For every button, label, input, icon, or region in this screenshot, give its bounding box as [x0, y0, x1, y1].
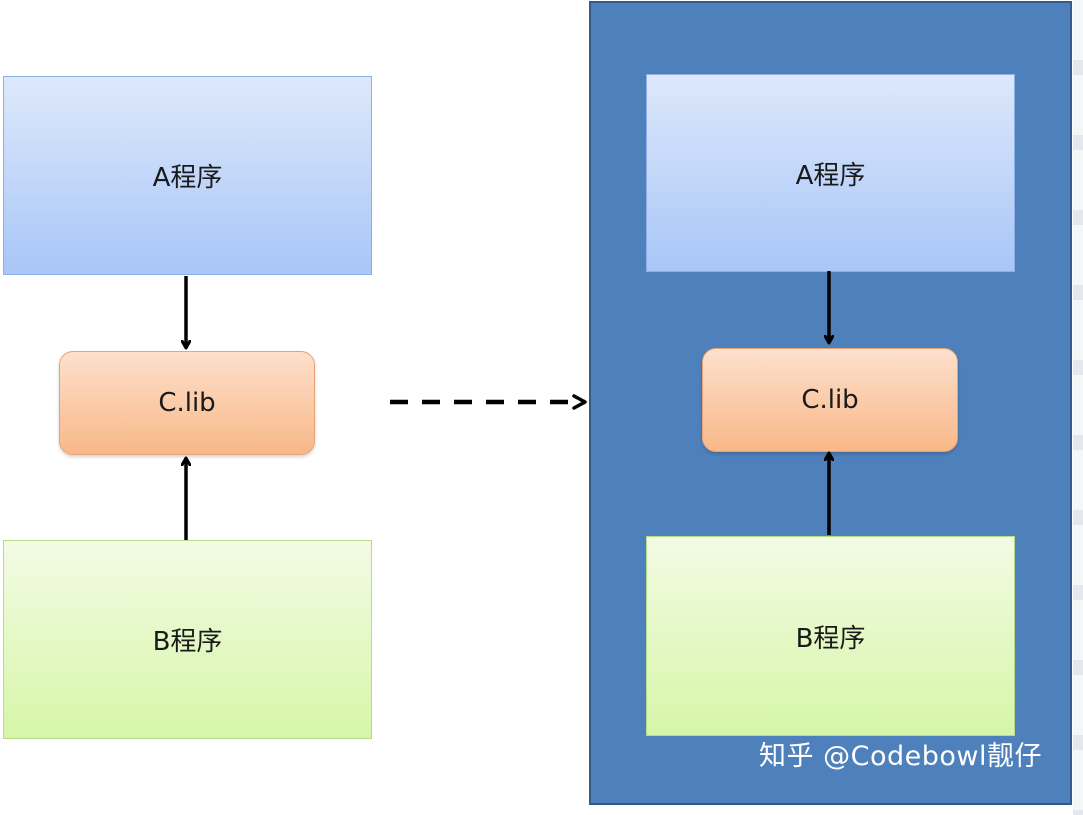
left-a-program-label: A程序 [152, 163, 223, 193]
left-b-program-box: B程序 [3, 540, 372, 739]
left-a-program-box: A程序 [3, 76, 372, 275]
right-a-program-label: A程序 [795, 160, 866, 191]
right-c-lib-label: C.lib [801, 385, 859, 415]
edge-strip [1073, 0, 1083, 815]
left-b-program-label: B程序 [152, 627, 223, 657]
watermark-text: 知乎 @Codebowl靓仔 [759, 741, 1042, 772]
left-c-lib-label: C.lib [158, 388, 216, 418]
left-c-lib-box: C.lib [59, 351, 315, 455]
bundle-container: A程序 C.lib B程序 知乎 @Codebowl靓仔 [589, 1, 1072, 805]
right-b-program-label: B程序 [795, 623, 866, 654]
right-b-program-box: B程序 [646, 536, 1015, 736]
